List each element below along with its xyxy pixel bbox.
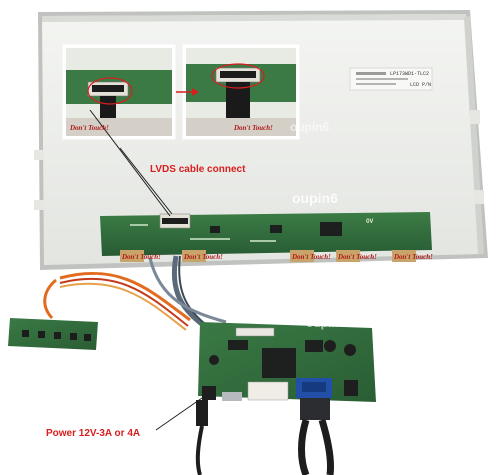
dont-touch-label: Don't Touch! <box>394 253 433 261</box>
driver-board <box>198 322 376 402</box>
inset-photo-before <box>62 44 176 140</box>
watermark-board: oupin6 <box>306 316 346 330</box>
panel-pcb-strip <box>100 212 432 262</box>
arrow-right-icon <box>176 88 199 96</box>
backlight-cable <box>43 271 191 331</box>
power-label: Power 12V-3A or 4A <box>46 428 141 439</box>
power-cable <box>195 400 208 475</box>
dont-touch-label: Don't Touch! <box>70 124 109 132</box>
dont-touch-label: Don't Touch! <box>292 253 331 261</box>
dont-touch-label: Don't Touch! <box>234 124 273 132</box>
ov-mark: OV <box>366 218 374 225</box>
lvds-cable <box>148 255 227 333</box>
panel-sticker <box>349 67 433 91</box>
vga-cable <box>298 398 334 475</box>
lvds-pointer-line <box>89 109 171 217</box>
watermark-panel: oupin6 <box>292 190 338 206</box>
dont-touch-label: Don't Touch! <box>122 253 161 261</box>
sticker-text: LCD P/N <box>410 82 432 88</box>
keypad-board <box>8 318 98 350</box>
dont-touch-label: Don't Touch! <box>338 253 377 261</box>
lvds-label: LVDS cable connect <box>150 164 246 175</box>
watermark-inset: oupin6 <box>290 120 330 134</box>
power-pointer-line <box>155 397 203 431</box>
sticker-text: LP173WD1-TLC2 <box>390 71 430 77</box>
dont-touch-label: Don't Touch! <box>184 253 223 261</box>
